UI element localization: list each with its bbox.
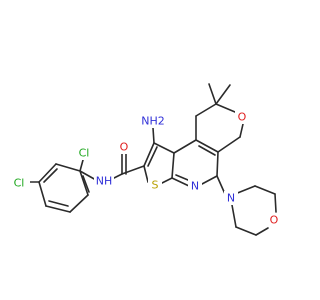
pyridine-nitrogen-label: N — [191, 180, 199, 193]
amine-label: NH2 — [141, 115, 165, 128]
amide-nitrogen: NH — [94, 174, 114, 188]
sulfur-label: S — [152, 179, 159, 192]
nh2-label: NH2 — [138, 114, 168, 128]
morpholine-oxygen-label: O — [270, 214, 279, 227]
chlorine-top: Cl — [75, 146, 93, 160]
chlorine-left-label: Cl — [14, 177, 25, 190]
thiophene-sulfur: S — [148, 178, 162, 192]
pyridine-nitrogen: N — [188, 179, 202, 193]
amide-oxygen-label: O — [120, 141, 129, 154]
chlorine-top-label: Cl — [79, 147, 90, 160]
morpholine-nitrogen-label: N — [227, 192, 235, 205]
chlorine-left: Cl — [8, 176, 30, 190]
morpholine-nitrogen: N — [224, 191, 238, 205]
pyran-oxygen-label: O — [238, 111, 247, 124]
bonds — [29, 83, 277, 236]
atom-labels: NH2 O NH Cl Cl S — [8, 110, 281, 227]
amide-oxygen: O — [116, 140, 130, 154]
molecule-structure: NH2 O NH Cl Cl S — [8, 83, 281, 236]
molecule-canvas: NH2 O NH Cl Cl S — [8, 83, 281, 236]
morpholine-oxygen: O — [267, 213, 281, 227]
pyran-oxygen: O — [235, 110, 249, 124]
amide-nh-label: NH — [96, 175, 113, 188]
